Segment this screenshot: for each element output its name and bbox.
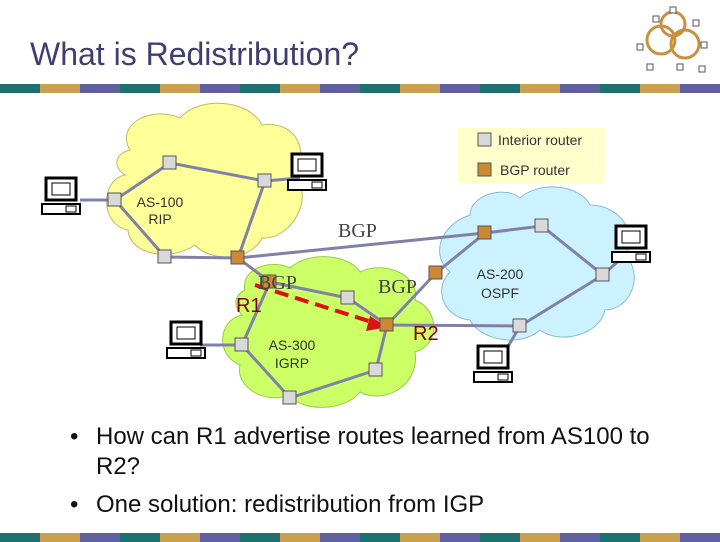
router-icon	[368, 362, 383, 377]
router-icon	[534, 218, 549, 233]
as200-protocol: OSPF	[481, 285, 519, 301]
network-logo-icon	[636, 6, 708, 73]
as300-protocol: IGRP	[275, 355, 309, 371]
router-icon	[234, 337, 249, 352]
interior-router-swatch-icon	[477, 132, 492, 147]
as100-protocol: RIP	[148, 211, 171, 227]
r2-label: R2	[413, 323, 439, 345]
router-icon	[262, 274, 277, 289]
legend: Interior router BGP router	[458, 128, 606, 183]
as100-label: AS-100	[137, 194, 184, 210]
router-icon	[428, 265, 443, 280]
legend-bgp-label: BGP router	[500, 162, 570, 178]
links	[80, 161, 630, 400]
router-icon	[230, 250, 245, 265]
router-icon	[477, 225, 492, 240]
router-icon	[512, 318, 527, 333]
computer-icon	[611, 224, 651, 263]
computer-icon	[166, 320, 206, 359]
bgp-label-top: BGP	[338, 220, 377, 242]
interior-routers	[107, 155, 610, 405]
computer-icon	[287, 152, 327, 191]
page-title: What is Redistribution?	[30, 36, 360, 72]
router-icon	[157, 249, 172, 264]
bgp-routers	[230, 225, 492, 332]
router-icon	[340, 290, 355, 305]
header-stripe	[0, 84, 720, 93]
router-icon	[379, 317, 394, 332]
bullet-item: How can R1 advertise routes learned from…	[70, 422, 656, 482]
legend-interior-label: Interior router	[498, 132, 582, 148]
bgp-router-swatch-icon	[477, 162, 492, 177]
computer-icon	[41, 176, 81, 215]
computer-icons	[41, 152, 651, 383]
bullet-item: One solution: redistribution from IGP	[70, 490, 656, 520]
computer-icon	[473, 344, 513, 383]
router-icon	[282, 390, 297, 405]
router-icon	[257, 173, 272, 188]
router-icon	[162, 155, 177, 170]
bgp-label-left: BGP	[258, 272, 297, 294]
cloud-as200	[439, 186, 635, 341]
network-diagram: Interior router BGP router AS-100 RIP AS…	[41, 102, 651, 408]
as300-label: AS-300	[269, 337, 316, 353]
router-icon	[595, 267, 610, 282]
router-icon	[107, 192, 122, 207]
as200-label: AS-200	[477, 266, 524, 282]
bullet-list: How can R1 advertise routes learned from…	[70, 422, 656, 528]
bgp-label-right: BGP	[378, 276, 417, 298]
footer-stripe	[0, 533, 720, 542]
r1-label: R1	[236, 295, 262, 317]
